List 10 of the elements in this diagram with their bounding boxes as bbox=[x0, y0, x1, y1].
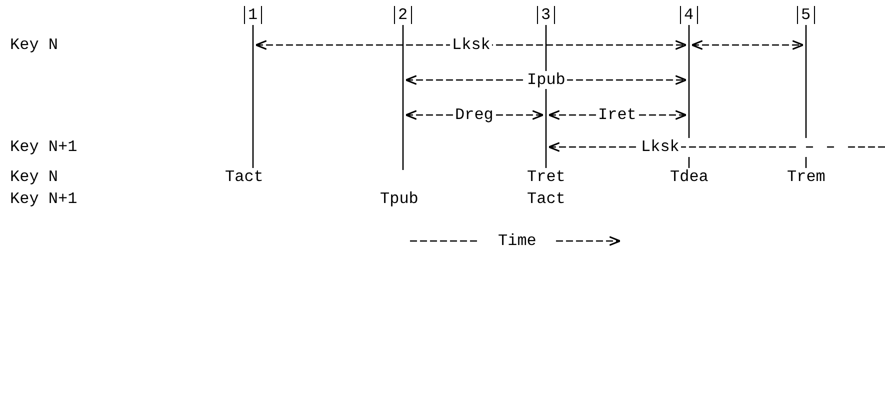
time-point-number: 5 bbox=[797, 6, 815, 24]
interval-label: Ipub bbox=[525, 71, 568, 89]
time-point-number: 2 bbox=[394, 6, 412, 24]
time-point-number: 3 bbox=[537, 6, 555, 24]
key-label: Key N+1 bbox=[8, 138, 80, 156]
event-label: Tpub bbox=[378, 190, 420, 208]
time-point-number: 4 bbox=[680, 6, 698, 24]
key-label: Key N+1 bbox=[8, 190, 80, 208]
time-point-number: 1 bbox=[244, 6, 262, 24]
interval-label: Dreg bbox=[453, 106, 496, 124]
